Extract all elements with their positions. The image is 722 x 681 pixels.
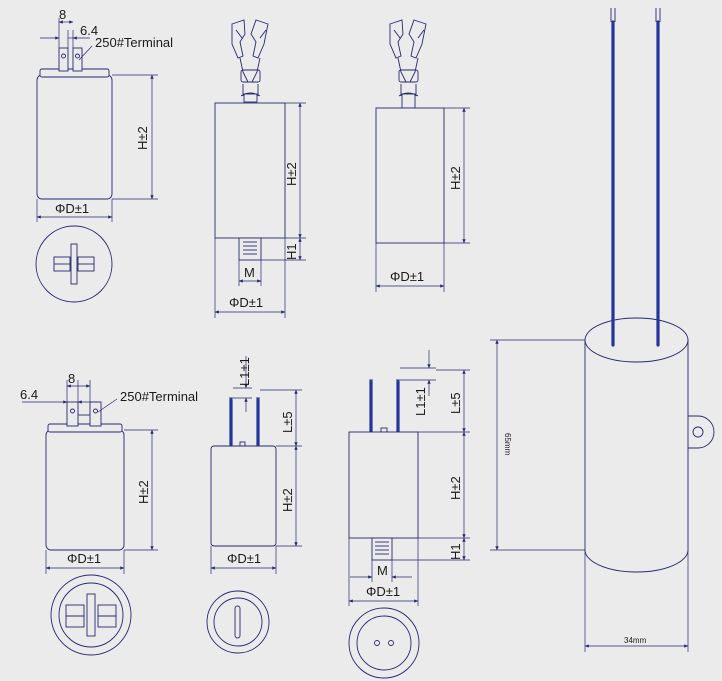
capacitor-body bbox=[584, 340, 689, 573]
h1-label: H1 bbox=[448, 543, 463, 560]
height-label: H±2 bbox=[284, 162, 299, 186]
drawing-tab-terminal-bottom: 8 6.4 250#Terminal H±2 ΦD±1 bbox=[20, 371, 198, 656]
terminal-tab bbox=[89, 401, 102, 427]
top-view bbox=[348, 607, 420, 679]
capacitor-body bbox=[45, 429, 125, 551]
height-label: H±2 bbox=[280, 488, 295, 512]
terminal-tab bbox=[72, 47, 83, 72]
l1-label: L1±1 bbox=[413, 387, 428, 416]
diameter-label: ΦD±1 bbox=[67, 551, 101, 566]
drawing-wire-leads: L1±1 L±5 H±2 ΦD±1 bbox=[206, 356, 302, 654]
capacitor-body bbox=[214, 102, 286, 239]
height-label: H±2 bbox=[448, 476, 463, 500]
dim-8-label: 8 bbox=[68, 371, 75, 386]
diameter-label: ΦD±1 bbox=[366, 584, 400, 599]
top-view bbox=[206, 590, 270, 654]
l5-label: L±5 bbox=[448, 392, 463, 414]
capacitor-body bbox=[36, 74, 113, 200]
diameter-label: ΦD±1 bbox=[390, 269, 424, 284]
top-view bbox=[35, 225, 113, 303]
height-label: H±2 bbox=[135, 126, 150, 150]
l1-label: L1±1 bbox=[237, 357, 252, 386]
capacitor-body bbox=[348, 431, 419, 539]
h1-label: H1 bbox=[284, 243, 299, 260]
height-label: H±2 bbox=[448, 166, 463, 190]
l5-label: L±5 bbox=[280, 411, 295, 433]
drawing-wire-leads-stud: L1±1 L±5 H±2 H1 M ΦD±1 bbox=[348, 350, 470, 679]
drawing-large-capacitor: 65mm 34mm bbox=[490, 8, 715, 652]
height-label: H±2 bbox=[136, 480, 151, 504]
terminal-tab bbox=[66, 401, 79, 427]
drawing-lugs-only: H±2 ΦD±1 bbox=[375, 19, 470, 292]
terminal-label: 250#Terminal bbox=[95, 35, 173, 50]
diameter-label: ΦD±1 bbox=[229, 295, 263, 310]
height-65-label: 65mm bbox=[503, 433, 512, 456]
capacitor-body bbox=[375, 107, 445, 244]
drawing-stud-lugs: H±2 H1 M ΦD±1 bbox=[214, 19, 306, 318]
mounting-stud bbox=[238, 237, 262, 261]
m-label: M bbox=[244, 265, 255, 280]
mounting-bracket bbox=[688, 415, 715, 449]
dim-6-4-label: 6.4 bbox=[80, 23, 98, 38]
m-label: M bbox=[377, 563, 388, 578]
top-view bbox=[50, 574, 132, 656]
dim-6-4-label: 6.4 bbox=[20, 387, 38, 402]
width-34-label: 34mm bbox=[624, 636, 647, 645]
terminal-tab bbox=[58, 47, 69, 72]
diameter-label: ΦD±1 bbox=[55, 201, 89, 216]
diameter-label: ΦD±1 bbox=[227, 551, 261, 566]
capacitor-top bbox=[584, 317, 689, 363]
capacitor-body bbox=[210, 445, 277, 547]
terminal-label: 250#Terminal bbox=[120, 389, 198, 404]
dim-8-label: 8 bbox=[59, 7, 66, 22]
mounting-stud bbox=[371, 537, 393, 561]
drawing-tab-terminal-top: 8 6.4 250#Terminal H±2 ΦD±1 bbox=[35, 7, 173, 303]
